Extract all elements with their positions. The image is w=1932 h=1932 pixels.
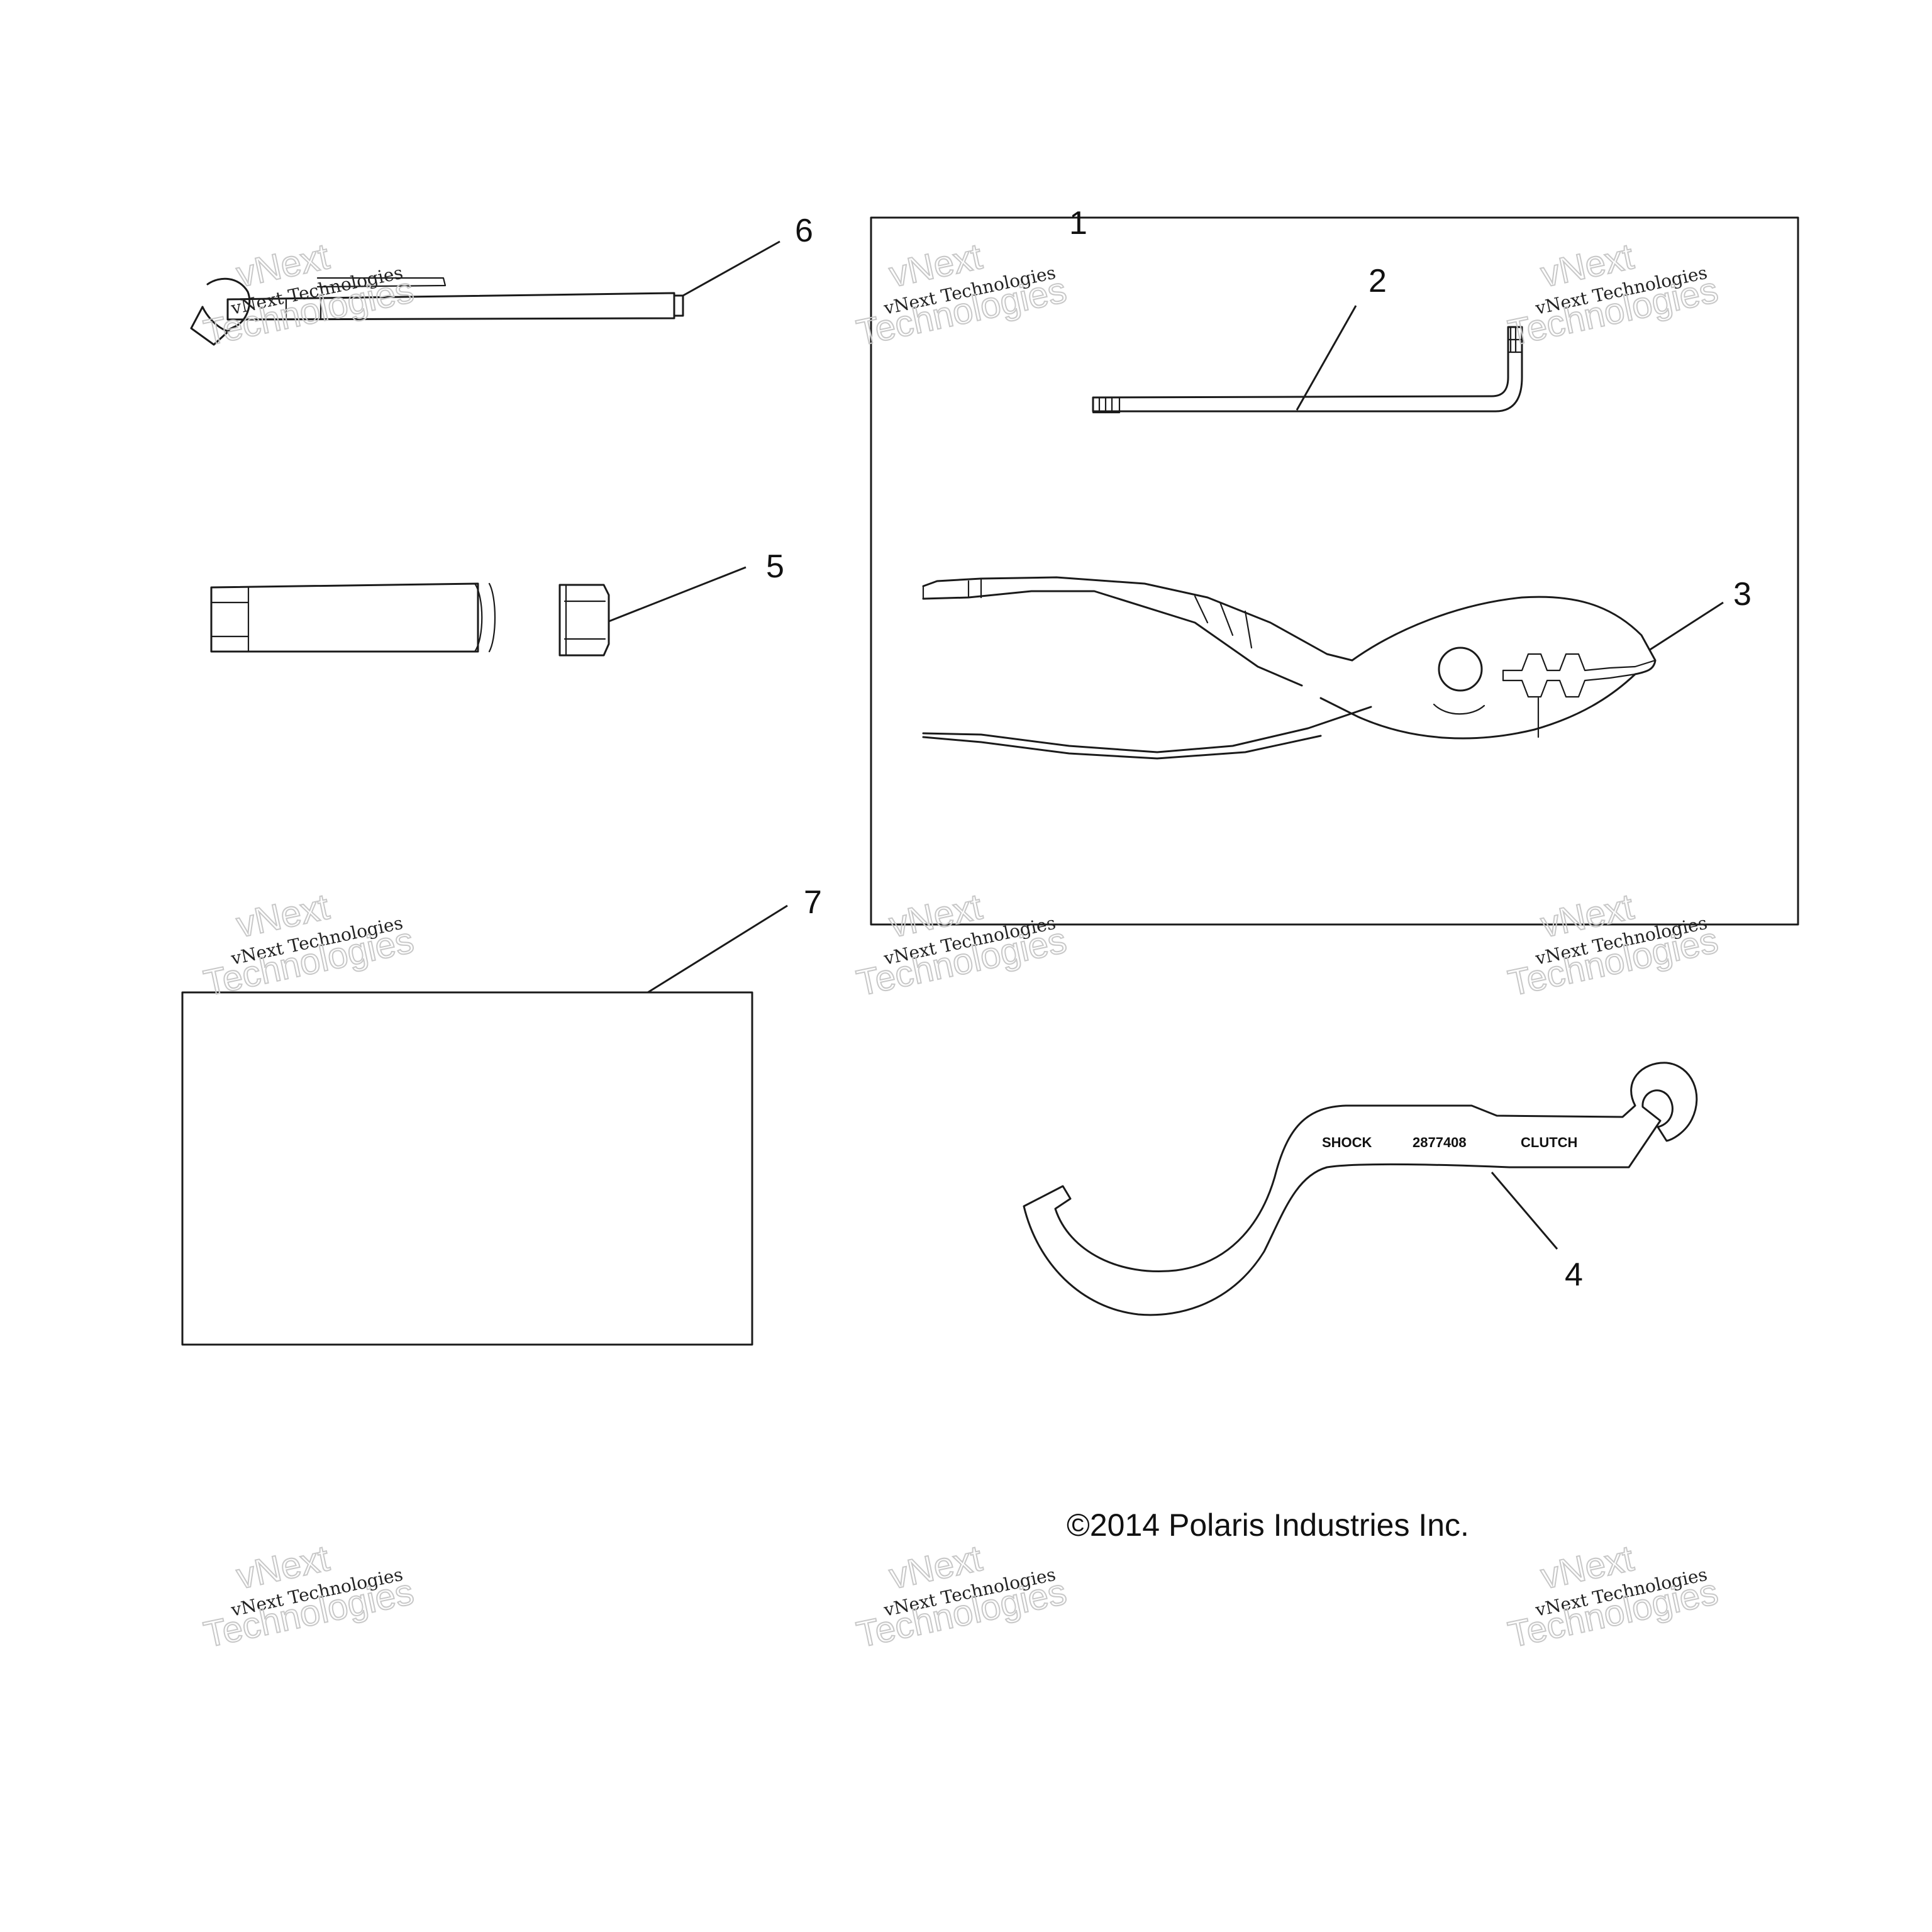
hex-key	[1092, 326, 1523, 414]
watermark-1: vNext vNext Technologies Technologies	[200, 235, 418, 354]
watermark-4: vNext vNext Technologies Technologies	[200, 886, 418, 1004]
leader-7	[647, 904, 788, 994]
tire-gauge	[190, 277, 684, 346]
callout-1: 1	[1069, 205, 1087, 242]
watermark-7: vNext vNext Technologies Technologies	[200, 1537, 418, 1656]
leader-6	[682, 240, 780, 297]
kit-box	[870, 216, 1799, 926]
watermark-9: vNext vNext Technologies Technologies	[1504, 1537, 1723, 1656]
callout-2: 2	[1368, 263, 1387, 299]
manual-card	[181, 991, 753, 1346]
wrench-stamp-clutch: CLUTCH	[1521, 1135, 1577, 1150]
spanner-wrench	[1023, 1062, 1698, 1316]
callout-3: 3	[1733, 576, 1752, 613]
leader-5	[608, 566, 747, 623]
watermark-3: vNext vNext Technologies Technologies	[1504, 235, 1723, 354]
watermark-8: vNext vNext Technologies Technologies	[853, 1537, 1071, 1656]
watermark-6: vNext vNext Technologies Technologies	[1504, 886, 1723, 1004]
copyright-notice: ©2014 Polaris Industries Inc.	[1067, 1507, 1469, 1543]
leader-2	[1296, 305, 1357, 411]
callout-7: 7	[804, 884, 822, 921]
wrench-stamp-part-number: 2877408	[1413, 1135, 1467, 1150]
leader-3	[1648, 601, 1724, 652]
wrench-stamp-shock: SHOCK	[1322, 1135, 1372, 1150]
callout-5: 5	[766, 548, 784, 585]
watermark-2: vNext vNext Technologies Technologies	[853, 235, 1071, 354]
pliers	[922, 576, 1657, 760]
leader-4	[1491, 1172, 1558, 1250]
watermark-5: vNext vNext Technologies Technologies	[853, 886, 1071, 1004]
socket-adapter	[210, 582, 610, 657]
callout-6: 6	[795, 213, 813, 249]
callout-4: 4	[1565, 1257, 1583, 1293]
